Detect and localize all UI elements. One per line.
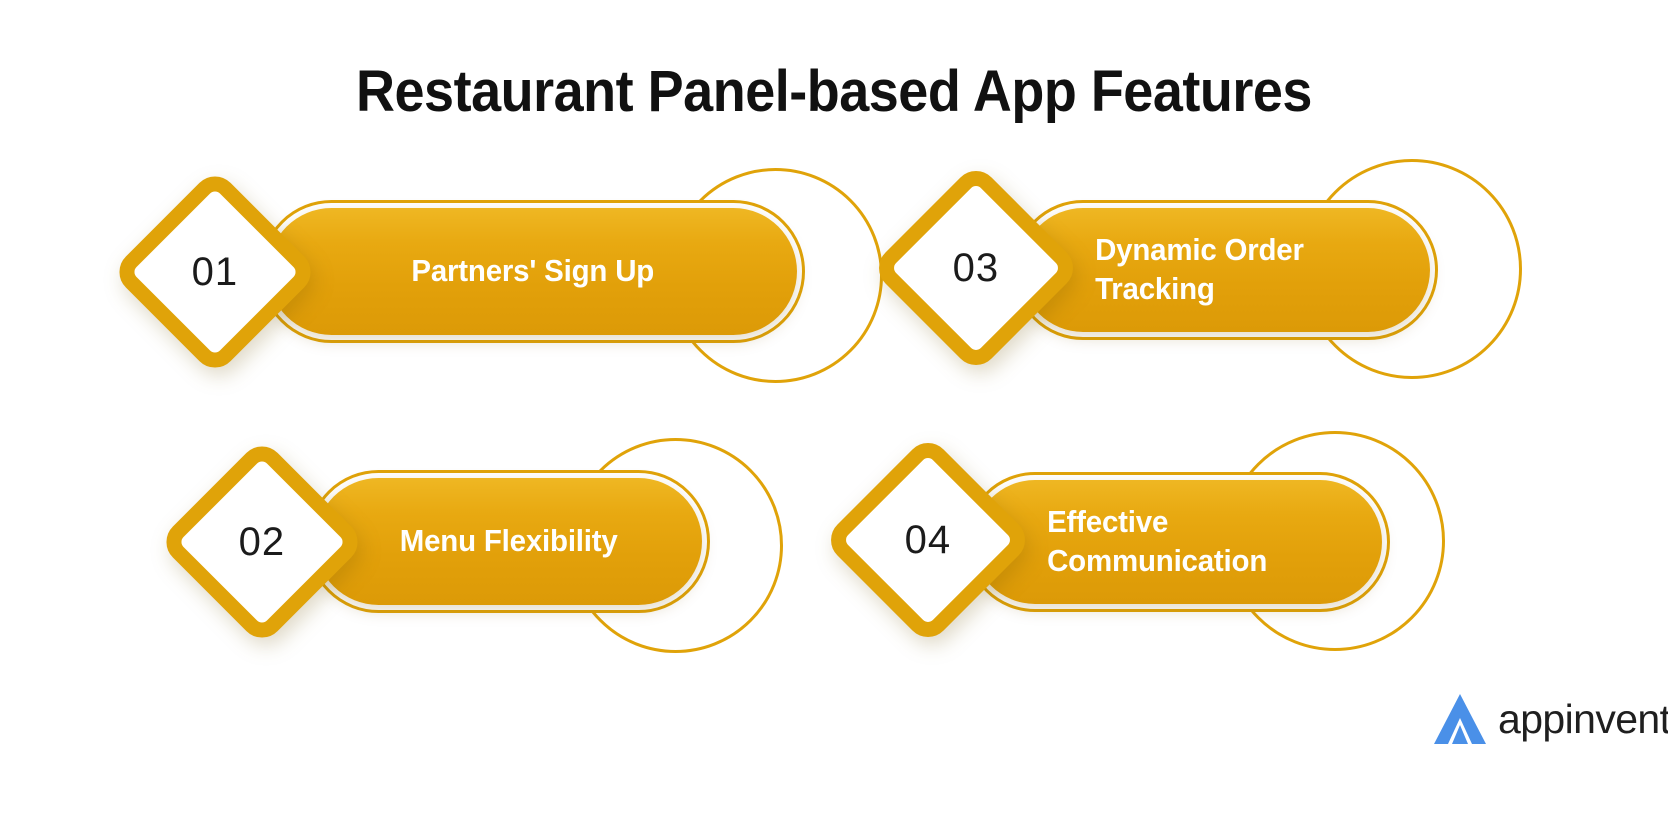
feature-card-01[interactable]: Partners' Sign Up 01: [108, 155, 883, 390]
feature-number-02: 02: [238, 519, 286, 564]
feature-pill-03[interactable]: Dynamic Order Tracking: [1021, 208, 1430, 332]
page-title: Restaurant Panel-based App Features: [356, 59, 1312, 124]
brand-logo: appinventiv: [1432, 692, 1668, 746]
diamond-shape: 01: [110, 167, 320, 377]
feature-label-03: Dynamic Order Tracking: [1095, 232, 1304, 306]
feature-card-02[interactable]: Menu Flexibility 02: [155, 425, 895, 660]
feature-pill-01[interactable]: Partners' Sign Up: [268, 208, 797, 335]
diamond-shape: 04: [821, 433, 1035, 647]
feature-label-01: Partners' Sign Up: [411, 253, 654, 289]
feature-badge-04[interactable]: 04: [821, 433, 1035, 647]
feature-badge-01[interactable]: 01: [110, 167, 320, 377]
feature-number-04: 04: [904, 517, 952, 562]
feature-number-01: 01: [191, 249, 239, 294]
feature-number-03: 03: [952, 245, 1000, 290]
appinventiv-logo-icon: [1434, 694, 1486, 744]
feature-badge-03[interactable]: 03: [869, 161, 1083, 375]
feature-label-02: Menu Flexibility: [399, 523, 618, 559]
brand-name: appinventiv: [1498, 695, 1668, 742]
feature-label-04: Effective Communication: [1047, 504, 1268, 578]
diamond-shape: 03: [869, 161, 1083, 375]
feature-card-04[interactable]: Effective Communication 04: [820, 422, 1560, 662]
diamond-shape: 02: [157, 437, 367, 647]
feature-card-03[interactable]: Dynamic Order Tracking 03: [868, 150, 1608, 390]
feature-pill-02[interactable]: Menu Flexibility: [315, 478, 702, 605]
feature-badge-02[interactable]: 02: [157, 437, 367, 647]
feature-pill-04[interactable]: Effective Communication: [973, 480, 1382, 604]
